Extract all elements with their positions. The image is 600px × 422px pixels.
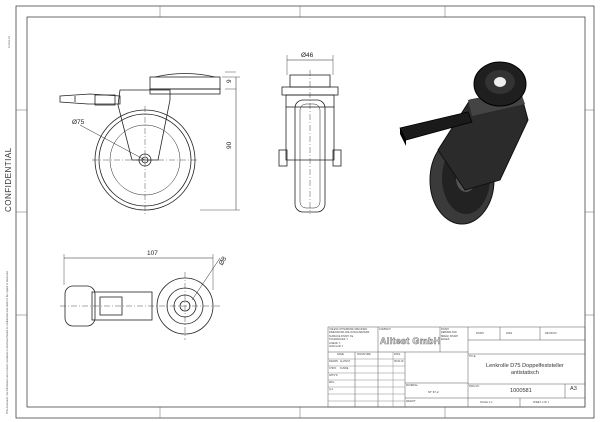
drawing-title: Lenkrolle D75 Doppelfeststeller antistat… [486, 363, 564, 376]
drawn-name: ALLTEST [340, 360, 351, 363]
front-diameter-label: Ø75 [72, 119, 85, 126]
tolerance-line: UNLESS OTHERWISE SPECIFIED: [329, 328, 368, 331]
confidential-label: CONFIDENTIAL [4, 147, 13, 212]
deburr-notes: FINISH DEBURR AND BREAK SHARP EDGES [441, 328, 458, 342]
deburr-line: BREAK SHARP [441, 334, 459, 338]
front-top-label: 9 [226, 79, 233, 83]
drawing-title-line-1: Lenkrolle D75 Doppelfeststeller [486, 363, 564, 369]
name-header: NAME [337, 353, 344, 356]
deburr-line: EDGES [441, 338, 450, 342]
company-logo: Alltest GmbH [380, 336, 441, 347]
scale-label: SCALE: 1:2 [480, 401, 493, 404]
front-view [59, 71, 240, 214]
front-height-label: 90 [226, 141, 233, 149]
isometric-render [399, 61, 529, 225]
top-right-value-1: DATE [506, 332, 513, 335]
title-block [327, 326, 586, 408]
title-label: TITLE: [469, 355, 477, 358]
qa-label: Q.A [329, 388, 334, 391]
side-width-label: Ø46 [301, 52, 314, 59]
top-right-value-2: REVISION [545, 332, 557, 335]
top-view [60, 254, 221, 340]
weight-label: WEIGHT: [406, 400, 416, 403]
material-value: ST 37-2 [428, 390, 439, 394]
tolerance-line: DIMENSIONS ARE IN MILLIMETERS [329, 331, 370, 335]
finish-label: FINISH [441, 328, 449, 331]
zone-ticks [16, 6, 594, 418]
sheet-size: A3 [570, 386, 577, 392]
deburr-line: DEBURR AND [441, 331, 457, 335]
drawn-label: DRAWN [329, 360, 338, 363]
dwg-no-label: DWG NO. [469, 385, 480, 388]
drawing-number: 1000581 [510, 388, 532, 394]
date-header: DATE [394, 353, 401, 356]
drawn-date: 08.09.18 [394, 360, 404, 363]
approved-label: APPV'D [329, 374, 338, 377]
top-length-label: 107 [147, 250, 158, 257]
sheet-format-label: Format A3 [8, 36, 11, 48]
material-label: MATERIAL: [406, 384, 419, 387]
tolerance-line: TOLERANCES: ± [329, 338, 348, 342]
disclaimer-text: This document, the information and conte… [6, 270, 9, 414]
tolerance-line: SURFACE FINISH: Ra [329, 334, 354, 338]
mfg-label: MFG [329, 381, 335, 384]
top-right-label-1: FINISH [476, 332, 484, 335]
sheet-number-label: SHEET 1 OF 1 [533, 401, 549, 404]
top-hole-label: Ø8 [218, 255, 229, 266]
side-view [278, 55, 342, 214]
checked-label: CHK'D [329, 367, 337, 370]
signature-header: SIGNATURE [357, 353, 371, 356]
tolerance-notes: UNLESS OTHERWISE SPECIFIED: DIMENSIONS A… [329, 328, 369, 348]
checked-name: KUNDE [340, 367, 349, 370]
company-field-label: COMPANY [379, 328, 391, 331]
tolerance-line: LINEAR: ± [329, 341, 341, 345]
tolerance-line: ANGULAR: ± [329, 345, 344, 349]
drawing-title-line-2: antistatisch [510, 369, 539, 376]
